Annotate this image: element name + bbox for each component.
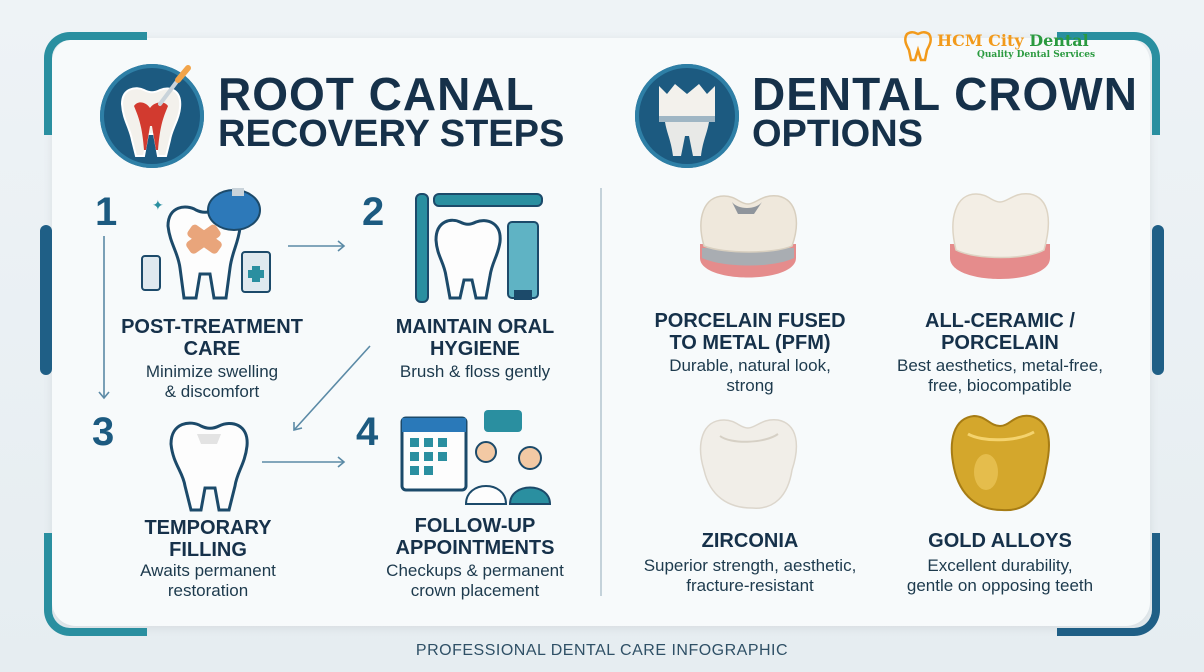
- calendar-dentist-icon: [400, 410, 552, 505]
- zirconia-crown-icon: [699, 419, 798, 509]
- gold-crown-icon: [950, 414, 1050, 512]
- crown-3-desc: Superior strength, aesthetic,fracture-re…: [643, 556, 857, 595]
- tooth-ice-pack-icon: ✦: [141, 188, 271, 300]
- root-canal-header-badge: [100, 64, 204, 168]
- root-canal-title: ROOT CANAL RECOVERY STEPS: [218, 68, 565, 155]
- column-divider: [600, 188, 602, 596]
- step-1-desc: Minimize swelling& discomfort: [145, 362, 279, 401]
- tooth-filling-icon: [169, 421, 249, 512]
- frame-side-bar-left: [40, 225, 52, 375]
- frame-side-bar-right: [1152, 225, 1164, 375]
- brand-tagline: Quality Dental Services: [977, 50, 1096, 60]
- toothbrush-toothpaste-icon: [415, 193, 543, 303]
- step-1-number: 1: [95, 190, 118, 234]
- ceramic-crown-icon: [950, 193, 1050, 279]
- crown-tooth-icon: [659, 84, 715, 156]
- crown-1-desc: Durable, natural look,strong: [669, 356, 831, 395]
- crown-4-title: GOLD ALLOYS: [928, 530, 1072, 552]
- brand-logo: HCM City Dental Quality Dental Services: [903, 30, 1095, 62]
- tooth-root-canal-icon: [120, 65, 191, 157]
- step-flow-arrows: [98, 236, 371, 468]
- tooth-logo-icon: [904, 30, 932, 62]
- frame-corner-top-right: [1057, 32, 1160, 135]
- crown-title: DENTAL CROWN OPTIONS: [752, 68, 1138, 155]
- step-2-number: 2: [362, 190, 385, 234]
- crown-2-desc: Best aesthetics, metal-free,free, biocom…: [897, 356, 1103, 395]
- step-3-number: 3: [92, 410, 115, 454]
- crown-header-badge: [635, 64, 739, 168]
- frame-corner-top-left: [44, 32, 147, 135]
- pfm-crown-icon: [700, 195, 798, 278]
- svg-text:✦: ✦: [152, 198, 164, 214]
- frame-corner-bottom-left: [44, 533, 147, 636]
- crown-2-title: ALL-CERAMIC /PORCELAIN: [925, 310, 1075, 354]
- brand-name: HCM City Dental: [937, 31, 1089, 50]
- footer-caption: PROFESSIONAL DENTAL CARE INFOGRAPHIC: [415, 642, 789, 659]
- step-4-number: 4: [356, 410, 379, 454]
- frame-corner-bottom-right: [1057, 533, 1160, 636]
- step-2-desc: Brush & floss gently: [399, 362, 551, 381]
- crown-4-desc: Excellent durability,gentle on opposing …: [906, 556, 1094, 595]
- crown-3-title: ZIRCONIA: [701, 530, 799, 552]
